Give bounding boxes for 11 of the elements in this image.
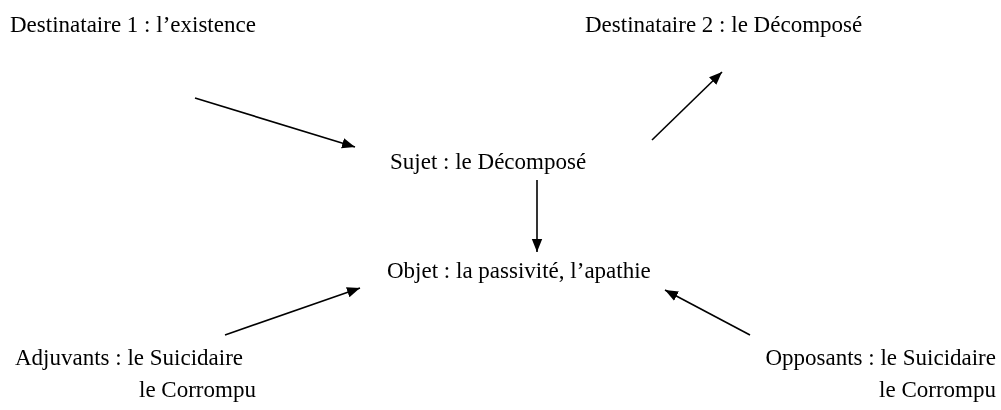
actant-label: Sujet : le Décomposé bbox=[390, 148, 587, 176]
actant-label: Opposants : le Suicidaire le Corrompu bbox=[764, 344, 996, 404]
arrow bbox=[194, 97, 356, 149]
actant-label: Adjuvants : le Suicidaire le Corrompu bbox=[15, 344, 257, 404]
actant-label: Destinataire 1 : l’existence bbox=[10, 11, 256, 39]
actant-label: Objet : la passivité, l’apathie bbox=[387, 257, 651, 285]
actant-label: Destinataire 2 : le Décomposé bbox=[585, 11, 863, 39]
arrow bbox=[224, 287, 361, 336]
arrow bbox=[531, 179, 543, 253]
arrow bbox=[664, 289, 751, 336]
arrow bbox=[651, 71, 723, 141]
